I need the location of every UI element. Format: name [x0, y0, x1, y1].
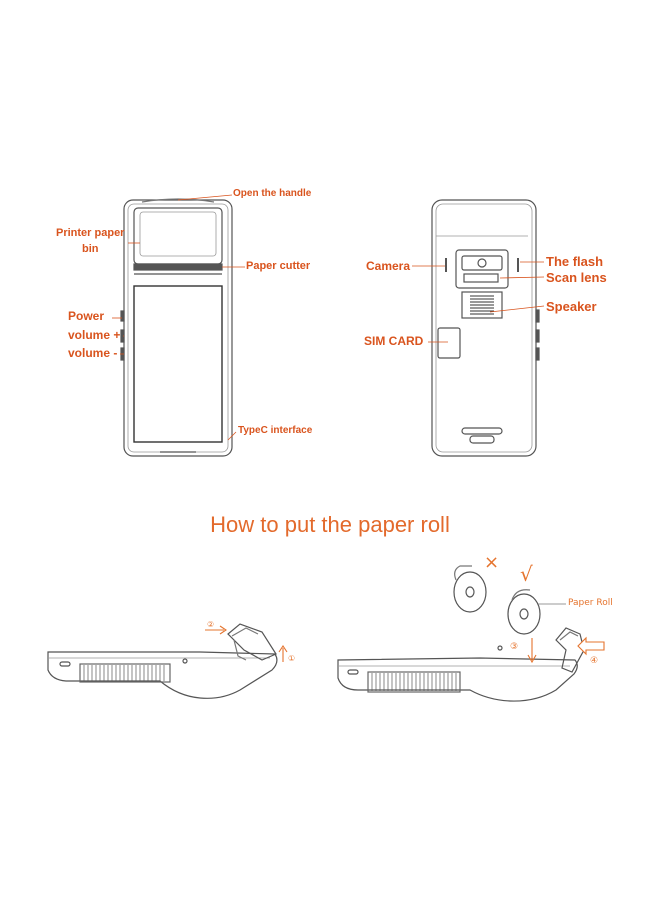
front-device: [120, 198, 233, 457]
label-printer-paper-bin-2: bin: [82, 243, 99, 255]
label-printer-paper-bin: Printer paper: [56, 227, 125, 239]
step-marker-3: ③: [510, 642, 519, 652]
label-speaker: Speaker: [546, 299, 597, 314]
step-marker-1: ①: [288, 654, 296, 663]
back-device: [431, 199, 540, 457]
label-paper-cutter: Paper cutter: [246, 260, 311, 272]
paper-roll-right: [507, 589, 566, 635]
step-marker-4: ④: [590, 656, 599, 666]
wrong-mark: ×: [484, 552, 500, 573]
label-open-handle: Open the handle: [233, 188, 312, 199]
label-paper-roll: Paper Roll: [568, 598, 613, 608]
right-mark: √: [520, 562, 533, 586]
label-camera: Camera: [366, 259, 411, 273]
label-sim-card: SIM CARD: [364, 334, 424, 348]
label-typec-interface: TypeC interface: [238, 425, 313, 436]
step-marker-2: ②: [207, 620, 215, 629]
side-view-open: [47, 623, 278, 699]
label-volume-down: volume -: [68, 346, 118, 360]
label-the-flash: The flash: [546, 254, 604, 269]
section-title: How to put the paper roll: [210, 512, 450, 537]
paper-roll-wrong: [453, 565, 487, 613]
side-view-roll: [337, 627, 585, 702]
label-power: Power: [68, 309, 105, 323]
label-volume-up: volume +: [68, 328, 121, 342]
label-scan-lens: Scan lens: [546, 270, 607, 285]
